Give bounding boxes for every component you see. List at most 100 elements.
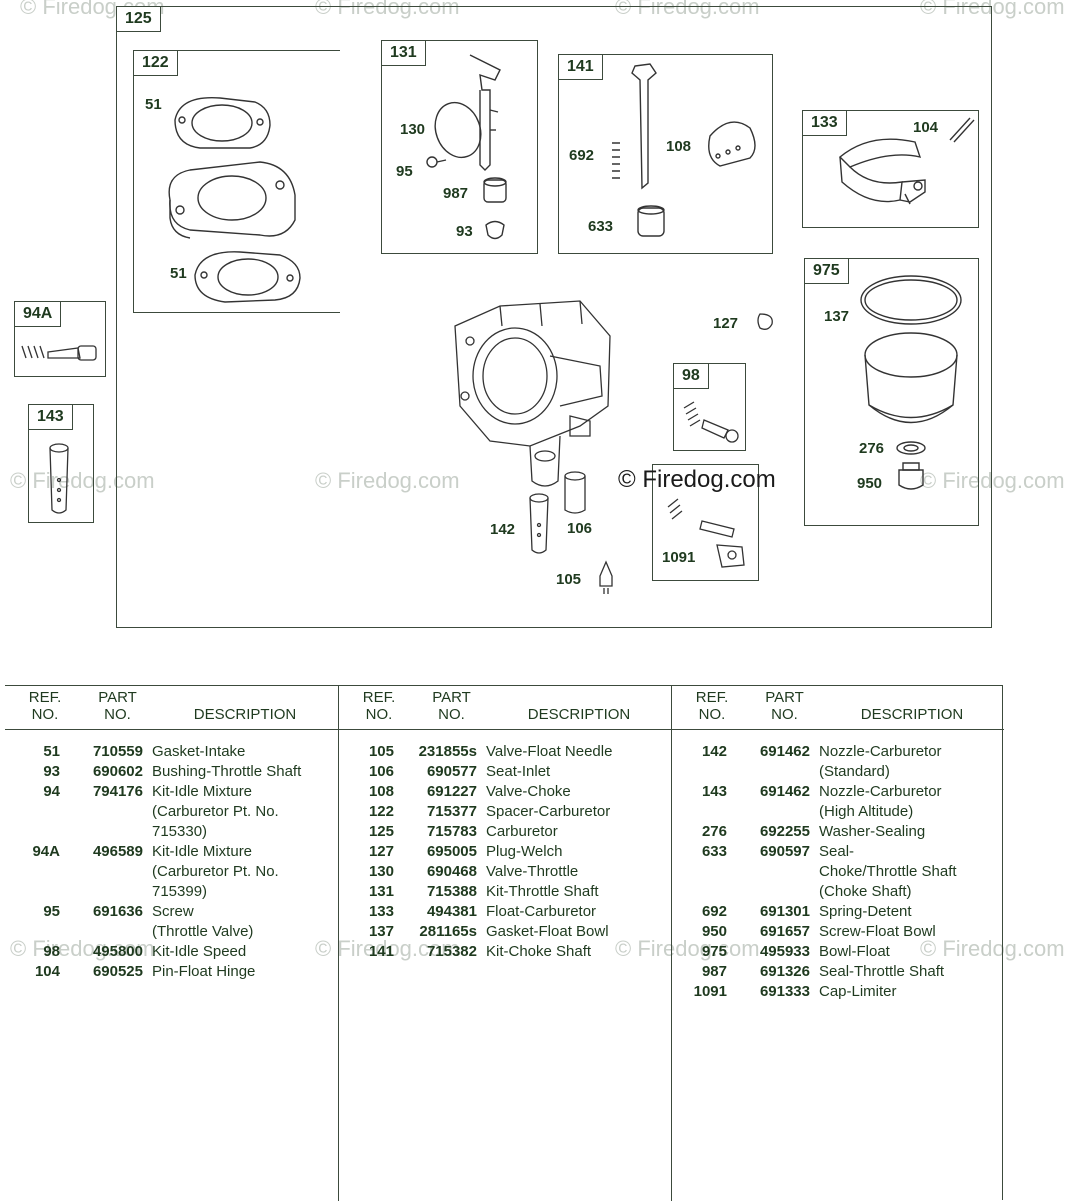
cell-ref: 125 bbox=[368, 823, 394, 840]
cell-part: 691462 bbox=[759, 743, 810, 760]
callout-276: 276 bbox=[859, 440, 885, 457]
table-row: (Standard) bbox=[672, 762, 1004, 782]
watermark: © Firedog.com bbox=[315, 936, 460, 961]
cell-part: 715377 bbox=[426, 803, 477, 820]
box-94a: 94A bbox=[14, 301, 106, 377]
cell-ref: 692 bbox=[701, 903, 727, 920]
callout-105: 105 bbox=[556, 571, 582, 588]
watermark: © Firedog.com bbox=[10, 936, 155, 961]
cell-ref: 106 bbox=[368, 763, 394, 780]
cell-ref: 137 bbox=[368, 923, 394, 940]
callout-130: 130 bbox=[400, 121, 426, 138]
cell-desc: Kit-Idle Mixture bbox=[152, 843, 253, 860]
watermark: © Firedog.com bbox=[920, 0, 1065, 19]
callout-1091: 1091 bbox=[662, 549, 696, 566]
cell-ref: 104 bbox=[34, 963, 60, 980]
carburetor-body-drawing bbox=[454, 300, 611, 487]
cell-part: 231855s bbox=[418, 743, 477, 760]
cell-desc: Kit-Idle Mixture bbox=[152, 783, 253, 800]
cell-part: 494381 bbox=[426, 903, 477, 920]
box-141: 141 bbox=[558, 54, 773, 254]
gasket-drawing bbox=[168, 96, 301, 303]
cell-part: 691462 bbox=[759, 783, 810, 800]
cell-part: 691657 bbox=[759, 923, 810, 940]
cell-ref: 950 bbox=[701, 923, 727, 940]
cell-desc: Valve-Float Needle bbox=[486, 743, 613, 760]
cell-part: 690602 bbox=[92, 763, 143, 780]
cell-ref: 142 bbox=[701, 743, 727, 760]
cell-ref: 93 bbox=[43, 763, 60, 780]
cell-desc: Kit-Idle Speed bbox=[152, 943, 247, 960]
cell-part: 495800 bbox=[92, 943, 143, 960]
cell-desc: Washer-Sealing bbox=[819, 823, 926, 840]
cell-desc: Nozzle-Carburetor bbox=[819, 783, 942, 800]
table-row: 95 691636 Screw bbox=[5, 902, 338, 922]
box-tag: 94A bbox=[15, 302, 62, 327]
table-row: 715330) bbox=[5, 822, 338, 842]
cell-desc: (Standard) bbox=[819, 763, 890, 780]
cell-desc: Choke/Throttle Shaft bbox=[819, 863, 957, 880]
cell-desc: Seal- bbox=[819, 843, 855, 860]
table-row: (Carburetor Pt. No. bbox=[5, 862, 338, 882]
cell-desc: Spring-Detent bbox=[819, 903, 912, 920]
callout-137: 137 bbox=[824, 308, 850, 325]
callout-95: 95 bbox=[396, 163, 413, 180]
limiter-cap-drawing bbox=[667, 498, 745, 568]
table-header: REF. NO. PART NO. DESCRIPTION bbox=[339, 686, 672, 730]
cell-ref: 95 bbox=[43, 903, 60, 920]
cell-desc: Kit-Choke Shaft bbox=[486, 943, 592, 960]
cell-ref: 98 bbox=[43, 943, 60, 960]
frame-125: 125 bbox=[116, 6, 992, 628]
cell-ref: 133 bbox=[368, 903, 394, 920]
cell-desc: Seal-Throttle Shaft bbox=[819, 963, 945, 980]
callout-106: 106 bbox=[567, 520, 593, 537]
cell-desc: Pin-Float Hinge bbox=[152, 963, 256, 980]
cell-part: 691636 bbox=[92, 903, 143, 920]
cell-ref: 276 bbox=[701, 823, 727, 840]
cell-part: 691227 bbox=[426, 783, 477, 800]
cell-desc: Screw bbox=[152, 903, 194, 920]
float-drawing bbox=[838, 117, 975, 205]
nozzle-standard-drawing bbox=[529, 493, 549, 554]
callout-51: 51 bbox=[170, 265, 187, 282]
idle-mixture-kit-drawing bbox=[21, 345, 97, 361]
cell-desc: Gasket-Intake bbox=[152, 743, 246, 760]
cell-desc: Cap-Limiter bbox=[819, 983, 897, 1000]
cell-part: 692255 bbox=[759, 823, 810, 840]
cell-desc: Valve-Choke bbox=[486, 783, 571, 800]
cell-part: 715783 bbox=[426, 823, 477, 840]
cell-ref: 143 bbox=[701, 783, 727, 800]
nozzle-high-altitude-drawing bbox=[49, 443, 69, 514]
callout-987: 987 bbox=[443, 185, 469, 202]
table-row: (Throttle Valve) bbox=[5, 922, 338, 942]
cell-part: 690597 bbox=[759, 843, 810, 860]
throttle-shaft-drawing bbox=[426, 54, 507, 240]
header-part: PART NO. bbox=[98, 689, 137, 723]
box-1091 bbox=[652, 464, 759, 581]
callout-104: 104 bbox=[913, 119, 939, 136]
float-bowl-drawing bbox=[860, 275, 962, 490]
box-tag: 133 bbox=[803, 111, 847, 136]
cell-desc: (High Altitude) bbox=[819, 803, 914, 820]
callout-633: 633 bbox=[588, 218, 614, 235]
box-tag: 141 bbox=[559, 55, 603, 80]
cell-desc: (Choke Shaft) bbox=[819, 883, 912, 900]
watermark: © Firedog.com bbox=[615, 936, 760, 961]
header-desc: DESCRIPTION bbox=[193, 706, 297, 723]
